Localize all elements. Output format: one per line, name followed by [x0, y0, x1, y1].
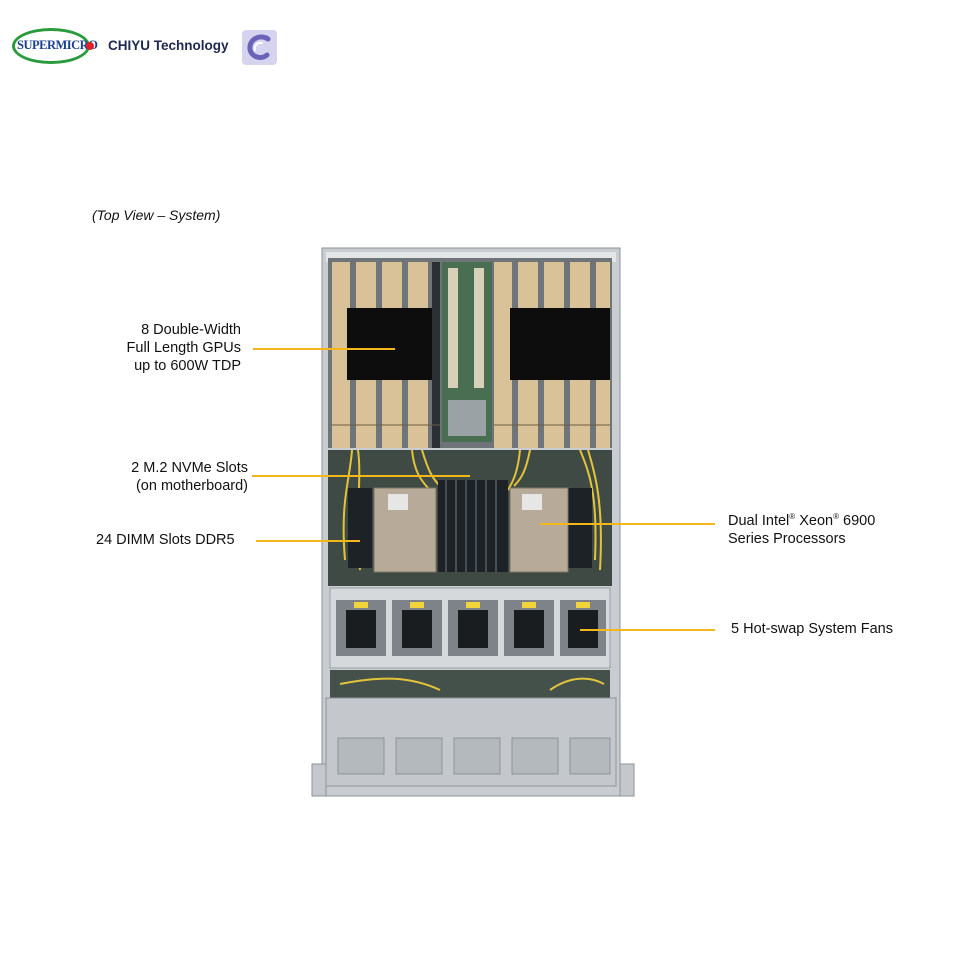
registered-mark: ® [789, 512, 796, 521]
gpu-group-right [494, 262, 610, 448]
leader-line-m2 [252, 475, 470, 477]
callout-cpu: Dual Intel® Xeon® 6900 Series Processors [728, 508, 875, 548]
callout-m2-line-1: 2 M.2 NVMe Slots [131, 460, 248, 476]
leader-line-fans [580, 629, 715, 631]
callout-dimm: 24 DIMM Slots DDR5 [96, 531, 235, 549]
chiyu-logo-icon [242, 30, 277, 65]
cpu-family: Xeon [799, 512, 834, 529]
callout-m2-line-2: (on motherboard) [135, 478, 248, 494]
leader-line-gpus [253, 348, 395, 350]
company-name: CHIYU Technology [108, 38, 229, 53]
supermicro-logo-text: SUPERMICRO [17, 38, 98, 52]
callout-gpus-line-2: Full Length GPUs [126, 340, 241, 356]
callout-cpu-line-1: Dual Intel® Xeon® 6900 [728, 508, 875, 530]
callout-fans: 5 Hot-swap System Fans [731, 620, 893, 638]
callout-m2-slots: 2 M.2 NVMe Slots (on motherboard) [108, 459, 248, 495]
callout-cpu-line-2: Series Processors [728, 530, 846, 547]
callout-gpus-line-1: 8 Double-Width [141, 322, 241, 338]
callout-gpus-line-3: up to 600W TDP [134, 358, 241, 374]
callout-fans-line-1: 5 Hot-swap System Fans [731, 621, 893, 637]
leader-line-cpu [540, 523, 715, 525]
callout-dimm-line-1: 24 DIMM Slots DDR5 [96, 532, 235, 548]
header: SUPERMICRO CHIYU Technology [0, 0, 960, 80]
registered-mark: ® [833, 512, 839, 521]
supermicro-logo-dot [86, 42, 94, 50]
cpu-brand: Dual Intel [728, 512, 790, 529]
callout-gpus: 8 Double-Width Full Length GPUs up to 60… [106, 321, 241, 375]
leader-line-dimm [256, 540, 360, 542]
view-title: (Top View – System) [92, 207, 221, 223]
cpu-series: 6900 [843, 512, 876, 529]
gpu-group-left [332, 262, 440, 448]
